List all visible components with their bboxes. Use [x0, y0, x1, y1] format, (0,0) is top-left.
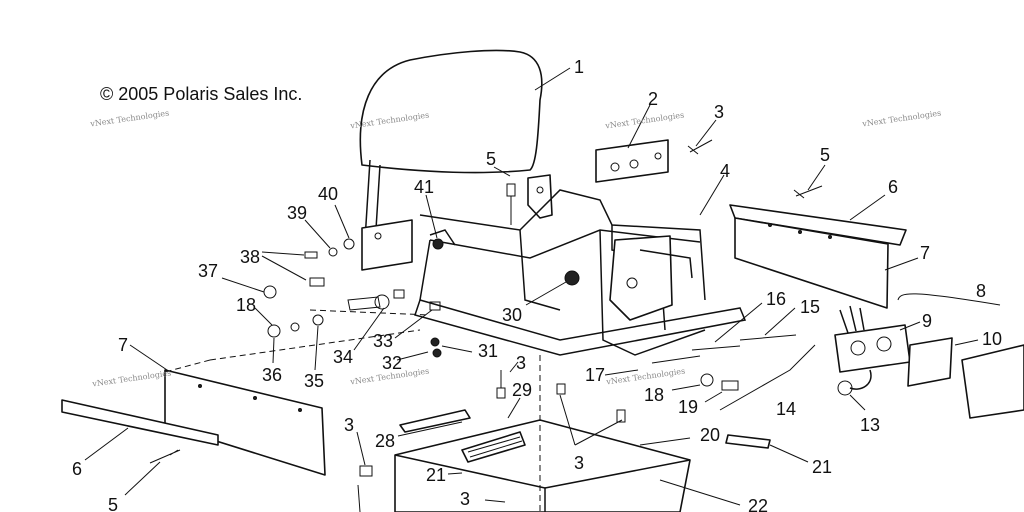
rack-frame-part: [414, 189, 747, 356]
fasteners-part: [149, 139, 823, 512]
tail-light-part: [834, 305, 1024, 419]
callout-number: 21: [426, 465, 447, 485]
storage-box-part: [394, 355, 771, 512]
callout-number: 34: [333, 347, 354, 367]
callout-number: 17: [585, 365, 606, 385]
callout-number: 3: [344, 415, 355, 435]
callout-number: 9: [922, 311, 933, 331]
callout-number: 6: [72, 459, 83, 479]
callout-number: 37: [198, 261, 219, 281]
callout-number: 7: [920, 243, 931, 263]
callout-number: 3: [574, 453, 585, 473]
right-side-panel-part: [729, 204, 907, 309]
callout-number: 40: [318, 184, 339, 204]
callout-number: 3: [714, 102, 725, 122]
callout-number: 13: [860, 415, 881, 435]
backrest-part: [359, 49, 553, 271]
callout-number: 28: [375, 431, 396, 451]
leader-lines: [84, 67, 1001, 506]
callout-number: 5: [820, 145, 831, 165]
callout-number: 36: [262, 365, 283, 385]
callout-number: 32: [382, 353, 403, 373]
callout-number: 30: [502, 305, 523, 325]
callout-number: 3: [516, 353, 527, 373]
callout-number: 10: [982, 329, 1003, 349]
callout-number: 39: [287, 203, 308, 223]
callout-number: 8: [976, 281, 987, 301]
callout-number: 19: [678, 397, 699, 417]
left-side-panel-part: [61, 359, 326, 476]
callout-number: 14: [776, 399, 797, 419]
callout-number: 29: [512, 380, 533, 400]
callout-number: 16: [766, 289, 787, 309]
callout-number: 21: [812, 457, 833, 477]
callout-number: 15: [800, 297, 821, 317]
callout-number: 7: [118, 335, 129, 355]
callout-number: 18: [236, 295, 257, 315]
callout-number: 22: [748, 496, 769, 512]
callout-number: 38: [240, 247, 261, 267]
callout-number: 5: [108, 495, 119, 512]
callout-number: 18: [644, 385, 665, 405]
mounting-plate-part: [595, 139, 669, 183]
callout-number: 33: [373, 331, 394, 351]
callout-number: 4: [720, 161, 731, 181]
callout-number: 31: [478, 341, 499, 361]
callout-number: 1: [574, 57, 585, 77]
copyright-notice: © 2005 Polaris Sales Inc.: [100, 84, 303, 104]
callout-number: 2: [648, 89, 659, 109]
callout-number: 3: [460, 489, 471, 509]
callout-number: 6: [888, 177, 899, 197]
callout-number: 5: [486, 149, 497, 169]
callout-number: 35: [304, 371, 325, 391]
callout-number: 41: [414, 177, 435, 197]
callout-number: 20: [700, 425, 721, 445]
